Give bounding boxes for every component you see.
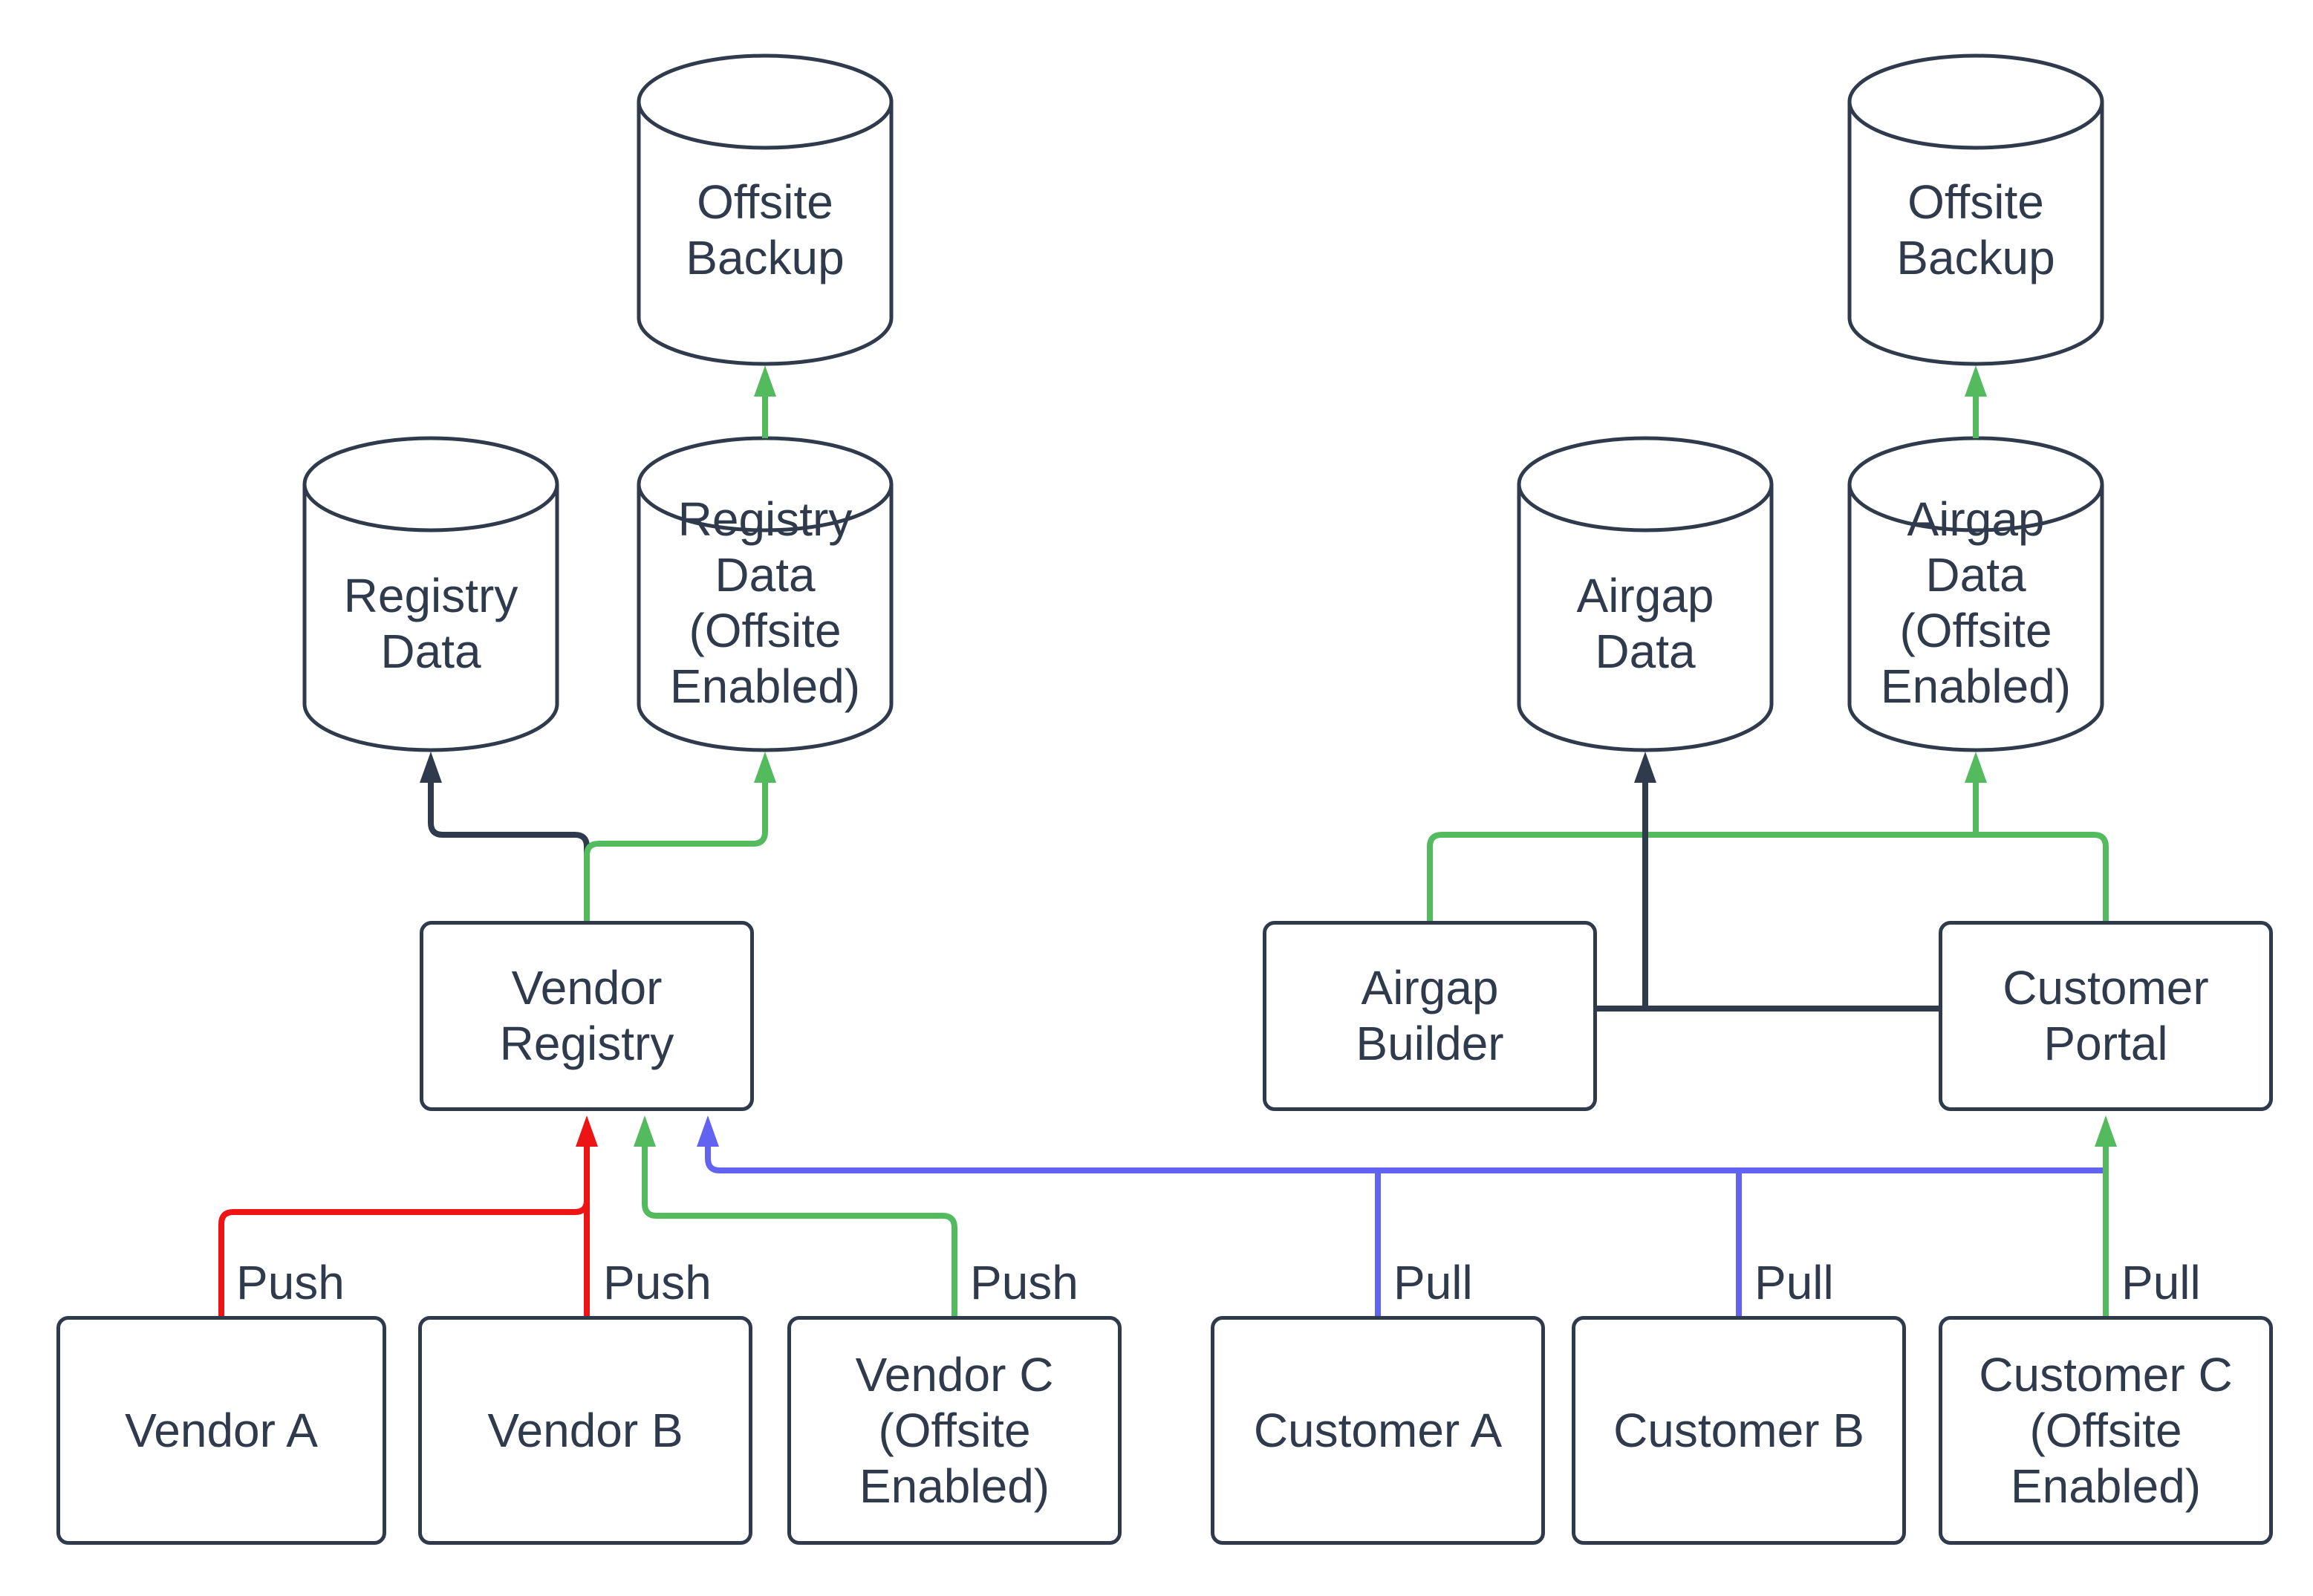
- flow-label-pull-customer-a: Pull: [1393, 1256, 1473, 1309]
- cylinder-top-ellipse: [302, 436, 559, 532]
- box-vendor-registry: Vendor Registry: [420, 921, 754, 1111]
- box-label-vendor-registry: Vendor Registry: [499, 961, 674, 1070]
- box-vendor-a: Vendor A: [56, 1316, 386, 1545]
- flow-label-push-vendor-c: Push: [970, 1256, 1079, 1309]
- cylinder-body: [1517, 484, 1774, 752]
- cylinder-label-offsite-backup-left: Offsite Backup: [686, 175, 845, 284]
- box-label-customer-c: Customer C (Offsite Enabled): [1979, 1347, 2233, 1513]
- box-vendor-b: Vendor B: [418, 1316, 752, 1545]
- cylinder-label-registry-data-offsite: Registry Data (Offsite Enabled): [669, 492, 861, 713]
- cylinder-label-airgap-data: Airgap Data: [1576, 569, 1714, 678]
- flow-label-push-vendor-b: Push: [603, 1256, 712, 1309]
- edge-vendor-registry-to-registry-data-offsite: [584, 783, 768, 921]
- arrowhead-push-red: [576, 1115, 598, 1147]
- box-label-customer-a: Customer A: [1253, 1403, 1503, 1457]
- flow-label-push-vendor-a: Push: [236, 1256, 345, 1309]
- flow-label-pull-customer-b: Pull: [1754, 1256, 1834, 1309]
- cylinder-airgap-data-offsite: [1847, 436, 2104, 752]
- edge-pull-to-vendor-registry: [705, 1147, 2105, 1173]
- box-customer-b: Customer B: [1572, 1316, 1906, 1545]
- arrowhead-registry-data-offsite: [754, 752, 776, 783]
- box-label-vendor-b: Vendor B: [487, 1403, 683, 1457]
- cylinder-top-ellipse: [637, 53, 894, 150]
- arrowhead-pull-green: [2095, 1115, 2117, 1147]
- flow-label-pull-customer-c: Pull: [2121, 1256, 2201, 1309]
- arrowhead-pull-blue: [697, 1115, 719, 1147]
- box-customer-c: Customer C (Offsite Enabled): [1939, 1316, 2273, 1545]
- cylinder-body: [1847, 484, 2104, 752]
- cylinder-body: [1847, 102, 2104, 366]
- cylinder-body: [302, 484, 559, 752]
- cylinder-body: [637, 484, 894, 752]
- cylinder-body: [637, 102, 894, 366]
- cylinder-registry-data: [302, 436, 559, 752]
- box-label-airgap-builder: Airgap Builder: [1356, 961, 1504, 1070]
- arrowhead-offsite-backup-right: [1965, 365, 1987, 397]
- box-label-vendor-c: Vendor C (Offsite Enabled): [855, 1347, 1054, 1513]
- cylinder-top-ellipse: [1517, 436, 1774, 532]
- edge-builder-portal-to-airgap-data-offsite: [1427, 783, 2109, 921]
- edge-vendor-registry-to-registry-data: [428, 783, 590, 921]
- box-customer-portal: Customer Portal: [1939, 921, 2273, 1111]
- cylinder-label-registry-data: Registry Data: [343, 569, 518, 678]
- cylinder-label-airgap-data-offsite: Airgap Data (Offsite Enabled): [1880, 492, 2072, 713]
- cylinder-offsite-backup-right: [1847, 53, 2104, 366]
- edge-push-vendor-c: [642, 1147, 957, 1316]
- box-customer-a: Customer A: [1211, 1316, 1545, 1545]
- arrowhead-offsite-backup-left: [754, 365, 776, 397]
- cylinder-label-offsite-backup-right: Offsite Backup: [1896, 175, 2055, 284]
- cylinder-registry-data-offsite: [637, 436, 894, 752]
- arrowhead-registry-data: [420, 752, 442, 783]
- box-label-customer-b: Customer B: [1613, 1403, 1864, 1457]
- cylinder-top-ellipse: [1847, 53, 2104, 150]
- box-label-customer-portal: Customer Portal: [2003, 961, 2209, 1070]
- edge-builder-portal-to-airgap-data: [1597, 783, 1939, 1012]
- arrowhead-push-green: [634, 1115, 656, 1147]
- arrowhead-airgap-data-offsite: [1965, 752, 1987, 783]
- cylinder-airgap-data: [1517, 436, 1774, 752]
- box-vendor-c: Vendor C (Offsite Enabled): [787, 1316, 1122, 1545]
- arrowhead-airgap-data: [1634, 752, 1656, 783]
- box-airgap-builder: Airgap Builder: [1263, 921, 1597, 1111]
- cylinder-offsite-backup-left: [637, 53, 894, 366]
- box-label-vendor-a: Vendor A: [125, 1403, 318, 1457]
